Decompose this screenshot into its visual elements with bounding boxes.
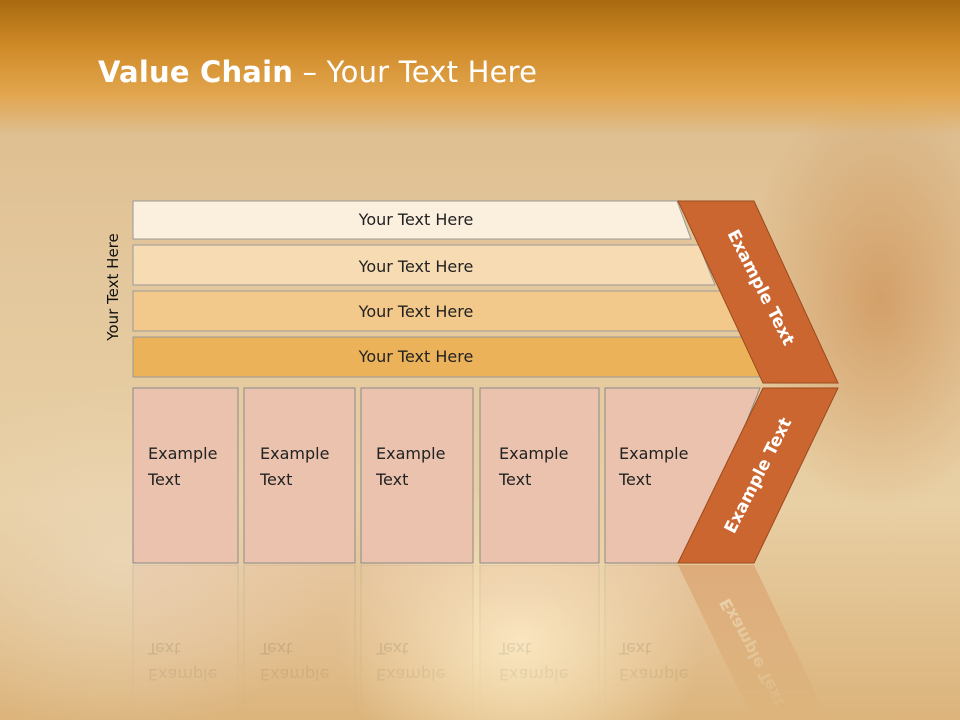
reflection: Example Text Example Text Example Text E… — [132, 564, 829, 720]
svg-text:Text: Text — [259, 639, 292, 658]
box-5-line1: Example — [619, 444, 688, 463]
box-3[interactable] — [360, 387, 474, 564]
box-2-line2: Text — [259, 470, 292, 489]
svg-text:Example: Example — [619, 665, 688, 684]
row-2-label: Your Text Here — [358, 257, 474, 276]
box-1-line1: Example — [148, 444, 217, 463]
svg-text:Text: Text — [498, 639, 531, 658]
title-bar — [0, 0, 960, 135]
box-4-line2: Text — [498, 470, 531, 489]
box-2-line1: Example — [260, 444, 329, 463]
slide-title[interactable]: Value Chain – Your Text Here — [98, 55, 537, 89]
row-4-label: Your Text Here — [358, 347, 474, 366]
title-rest: – Your Text Here — [293, 55, 538, 89]
box-4[interactable] — [479, 387, 600, 564]
title-bold: Value Chain — [98, 55, 294, 89]
box-1-line2: Text — [147, 470, 180, 489]
row-3-label: Your Text Here — [358, 302, 474, 321]
row-1-label: Your Text Here — [358, 210, 474, 229]
activity-boxes: Example Text Example Text Example Text E… — [132, 387, 761, 564]
chevron-upper[interactable] — [677, 200, 839, 384]
svg-text:Text: Text — [618, 639, 651, 658]
row-2-shape[interactable] — [132, 244, 716, 286]
svg-text:Example: Example — [499, 665, 568, 684]
chevron-lower[interactable] — [677, 387, 839, 564]
svg-text:Text: Text — [147, 639, 180, 658]
svg-text:Example: Example — [260, 665, 329, 684]
row-1-shape[interactable] — [132, 200, 692, 240]
svg-text:Example: Example — [376, 665, 445, 684]
box-2[interactable] — [243, 387, 356, 564]
rows: Your Text Here Your Text Here Your Text … — [132, 200, 764, 378]
box-5-line2: Text — [618, 470, 651, 489]
box-3-line2: Text — [375, 470, 408, 489]
margin-chevron: Example Text Example Text — [677, 200, 839, 564]
svg-text:Example: Example — [148, 665, 217, 684]
box-4-line1: Example — [499, 444, 568, 463]
box-1[interactable] — [132, 387, 239, 564]
box-3-line1: Example — [376, 444, 445, 463]
svg-text:Text: Text — [375, 639, 408, 658]
